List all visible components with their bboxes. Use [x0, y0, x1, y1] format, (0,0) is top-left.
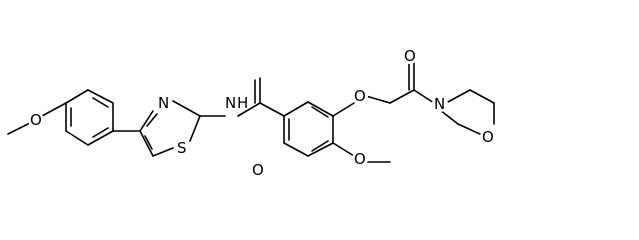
atom-label: N — [225, 94, 236, 112]
atom-label: S — [177, 139, 187, 157]
atom-oxygen-methoxy-left: O — [28, 111, 44, 129]
atom-labels: O N S N H O O O — [28, 47, 496, 179]
atom-hydrogen-amide: H — [236, 94, 248, 112]
atom-oxygen-morpholine: O — [480, 128, 496, 146]
atom-oxygen-ketone: O — [402, 47, 418, 65]
atom-label: O — [30, 111, 42, 129]
atom-label: O — [354, 87, 366, 105]
atom-nitrogen-thiazole: N — [156, 94, 172, 112]
atom-sulfur-thiazole: S — [174, 139, 190, 157]
atom-oxygen-amide-carbonyl: O — [250, 161, 266, 179]
chemical-structure-diagram: O N S N H O O O — [7, 47, 496, 179]
atom-label: O — [252, 161, 264, 179]
atom-nitrogen-morpholine: N — [432, 95, 448, 113]
atom-label: O — [354, 150, 366, 168]
atom-oxygen-ether: O — [352, 87, 368, 105]
atom-label: O — [404, 47, 416, 65]
atom-label: H — [237, 94, 248, 112]
atom-label: N — [434, 95, 445, 113]
atom-label: O — [482, 128, 494, 146]
atom-oxygen-methoxy-right: O — [352, 150, 368, 168]
atom-nitrogen-amide: N — [223, 94, 239, 112]
atom-label: N — [158, 94, 169, 112]
bond-lines — [7, 61, 495, 163]
